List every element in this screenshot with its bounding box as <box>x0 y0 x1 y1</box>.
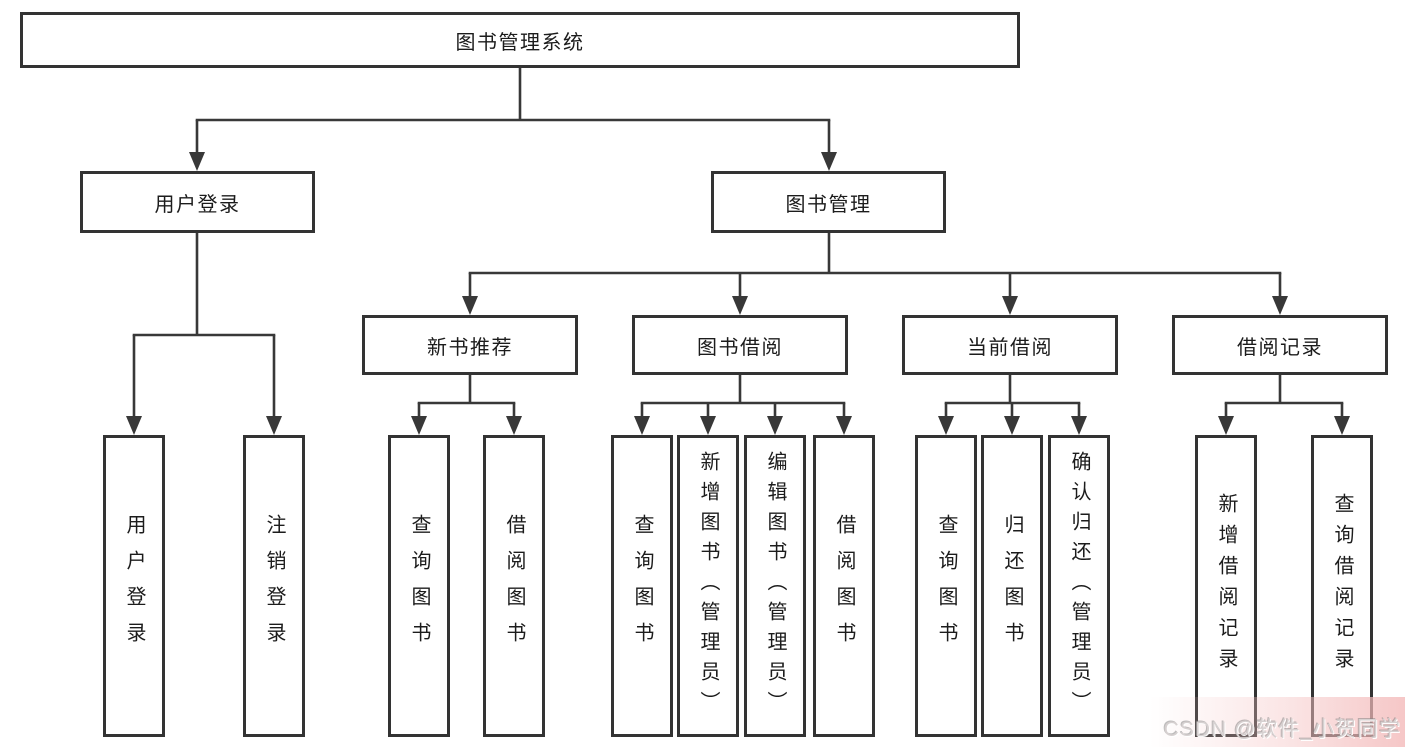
leaf-current-query-books-label: 查询图书 <box>935 514 957 658</box>
node-book-borrow-label: 图书借阅 <box>697 336 783 359</box>
leaf-logout-label: 注销登录 <box>263 514 285 658</box>
leaf-user-login-label: 用户登录 <box>123 514 145 658</box>
node-current-borrow-label: 当前借阅 <box>967 336 1053 359</box>
leaf-recommend-borrow-books-label: 借阅图书 <box>503 514 525 658</box>
node-book-management-label: 图书管理 <box>785 193 872 216</box>
node-borrow-records: 借阅记录 <box>1172 315 1388 375</box>
leaf-borrow-borrow-books: 借阅图书 <box>813 435 875 737</box>
leaf-current-confirm-return-admin-label: 确认归还（管理员） <box>1068 451 1090 721</box>
leaf-borrow-edit-books-admin-label: 编辑图书（管理员） <box>764 451 786 721</box>
node-root-label: 图书管理系统 <box>455 31 585 54</box>
watermark-text: CSDN @软件_小贺同学 <box>1163 718 1401 741</box>
node-user-login: 用户登录 <box>80 171 315 233</box>
node-book-borrow: 图书借阅 <box>632 315 848 375</box>
node-new-book-recommend: 新书推荐 <box>362 315 578 375</box>
node-new-book-recommend-label: 新书推荐 <box>427 336 513 359</box>
leaf-borrow-query-books: 查询图书 <box>611 435 673 737</box>
leaf-current-query-books: 查询图书 <box>915 435 977 737</box>
leaf-borrow-add-books-admin: 新增图书（管理员） <box>677 435 739 737</box>
leaf-current-confirm-return-admin: 确认归还（管理员） <box>1048 435 1110 737</box>
leaf-records-query-record-label: 查询借阅记录 <box>1331 493 1353 679</box>
node-book-management: 图书管理 <box>711 171 946 233</box>
node-current-borrow: 当前借阅 <box>902 315 1118 375</box>
node-borrow-records-label: 借阅记录 <box>1237 336 1323 359</box>
leaf-records-add-record: 新增借阅记录 <box>1195 435 1257 737</box>
leaf-borrow-query-books-label: 查询图书 <box>631 514 653 658</box>
leaf-user-login: 用户登录 <box>103 435 165 737</box>
leaf-recommend-borrow-books: 借阅图书 <box>483 435 545 737</box>
node-user-login-label: 用户登录 <box>154 193 241 216</box>
leaf-current-return-books-label: 归还图书 <box>1001 514 1023 658</box>
leaf-records-add-record-label: 新增借阅记录 <box>1215 493 1237 679</box>
leaf-recommend-query-books: 查询图书 <box>388 435 450 737</box>
leaf-recommend-query-books-label: 查询图书 <box>408 514 430 658</box>
leaf-borrow-add-books-admin-label: 新增图书（管理员） <box>697 451 719 721</box>
leaf-logout: 注销登录 <box>243 435 305 737</box>
leaf-current-return-books: 归还图书 <box>981 435 1043 737</box>
leaf-records-query-record: 查询借阅记录 <box>1311 435 1373 737</box>
leaf-borrow-edit-books-admin: 编辑图书（管理员） <box>744 435 806 737</box>
leaf-borrow-borrow-books-label: 借阅图书 <box>833 514 855 658</box>
node-root: 图书管理系统 <box>20 12 1020 68</box>
